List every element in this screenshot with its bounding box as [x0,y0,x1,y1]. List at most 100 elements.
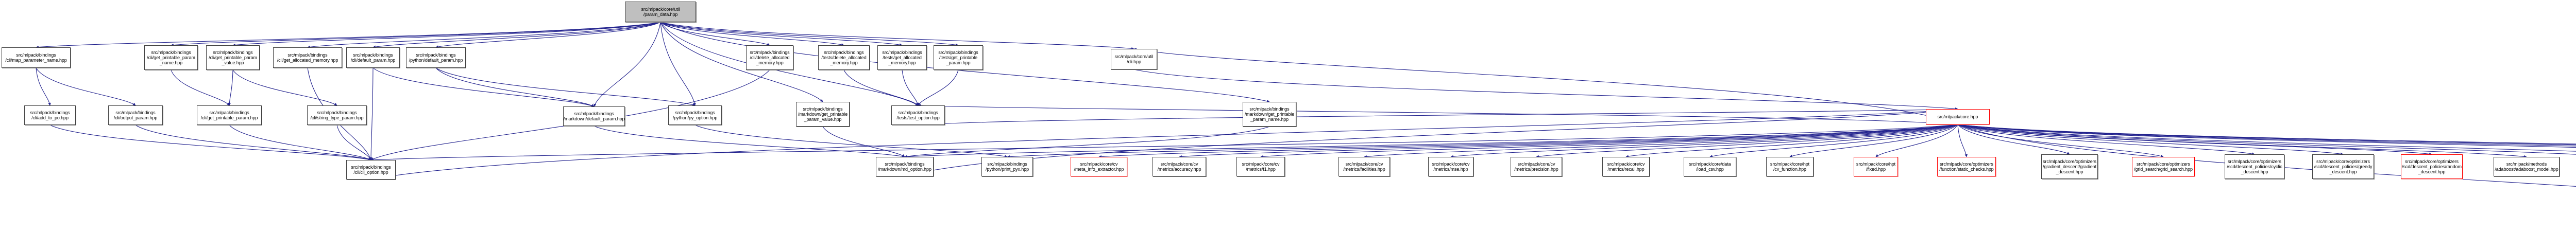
graph-edge [660,22,844,46]
graph-node[interactable]: src/mlpack/core/cv /metrics/mse.hpp [1428,157,1473,176]
graph-node[interactable]: src/mlpack/bindings /python/default_para… [406,47,466,68]
graph-edge [1875,124,1958,157]
graph-edge [594,126,905,158]
graph-node[interactable]: src/mlpack/bindings /tests/get_allocated… [877,45,927,70]
graph-edge [1133,48,1958,125]
graph-edge [1957,124,2576,187]
graph-node[interactable]: src/mlpack/bindings /cli/get_allocated_m… [273,47,342,68]
graph-node[interactable]: src/mlpack/core/cv /metrics/f1.hpp [1236,157,1285,176]
graph-edge [1260,124,1958,158]
graph-edge [660,22,1134,50]
graph-edge [594,22,661,107]
graph-node[interactable]: src/mlpack/core/cv /metrics/recall.hpp [1602,157,1650,176]
graph-node[interactable]: src/mlpack/core/hpt /fixed.hpp [1854,157,1898,176]
graph-edge [232,22,661,47]
graph-edge [1957,124,2576,152]
graph-edge [1957,124,2576,146]
graph-edge [435,67,595,107]
graph-node[interactable]: src/mlpack/bindings /tests/test_option.h… [891,105,945,125]
graph-edge [918,107,1958,126]
graph-edge [1709,124,1958,158]
graph-node[interactable]: src/mlpack/bindings /python/print_pyx.hp… [981,157,1033,176]
graph-node[interactable]: src/mlpack/bindings /cli/output_param.hp… [108,105,163,125]
graph-node[interactable]: src/mlpack/methods /adaboost/adaboost_mo… [2494,157,2560,176]
graph-node[interactable]: src/mlpack/bindings /cli/delete_allocate… [746,45,793,70]
graph-node[interactable]: src/mlpack/bindings /cli/get_printable_p… [197,105,262,125]
graph-node[interactable]: src/mlpack/core/optimizers /gradient_des… [2041,154,2098,179]
graph-node[interactable]: src/mlpack/core/cv /metrics/facilities.h… [1338,157,1390,176]
graph-edge [660,22,1270,103]
graph-node[interactable]: src/mlpack/core/data /load_csv.hpp [1684,157,1736,176]
graph-edge [1364,124,1958,158]
graph-node[interactable]: src/mlpack/bindings /markdown/default_pa… [563,106,625,126]
graph-edge [1957,124,2576,145]
graph-node[interactable]: src/mlpack/bindings /cli/string_type_par… [307,105,367,125]
graph-edge [843,69,919,106]
graph-node[interactable]: src/mlpack/bindings /cli/get_printable_p… [144,45,198,70]
graph-edge [1625,124,1958,158]
graph-edge [229,124,371,160]
graph-edge [1957,124,2576,146]
graph-node[interactable]: src/mlpack/bindings /python/py_option.hp… [668,105,722,125]
graph-edge [36,67,136,106]
graph-node[interactable]: src/mlpack/core/optimizers /function/sta… [1937,157,1996,176]
graph-node[interactable]: src/mlpack/core/cv /metrics/accuracy.hpp [1153,157,1206,176]
graph-node[interactable]: src/mlpack/core/optimizers /grid_search/… [2132,157,2195,176]
graph-edge [370,107,1958,180]
graph-edge [1957,124,2527,158]
graph-edge [370,124,1958,162]
graph-edge [1789,124,1958,157]
graph-edge [1133,69,1958,111]
graph-edge [1957,124,2255,155]
graph-edge [435,67,696,106]
graph-edge [918,69,959,106]
graph-edge [1179,124,1958,158]
graph-edge [232,69,337,106]
graph-node[interactable]: src/mlpack/core/cv /metrics/precision.hp… [1511,157,1562,176]
graph-edge [660,22,823,102]
graph-node[interactable]: src/mlpack/core/util /cli.hpp [1111,49,1157,69]
graph-node[interactable]: src/mlpack/core/hpt /cv_function.hpp [1766,157,1814,176]
graph-edge [135,124,371,161]
graph-node[interactable]: src/mlpack/bindings /cli/default_param.h… [346,47,400,68]
graph-node[interactable]: src/mlpack/core/optimizers /scd/descent_… [2312,154,2374,179]
graph-edge [660,22,959,46]
graph-node[interactable]: src/mlpack/core/cv /meta_info_extractor.… [1071,157,1127,176]
graph-edge [435,22,661,48]
graph-edge [904,126,1270,158]
graph-node[interactable]: src/mlpack/bindings /cli/add_to_po.hpp [24,105,76,125]
graph-edge [36,67,51,106]
graph-edge [902,69,919,106]
graph-node[interactable]: src/mlpack/bindings /markdown/md_option.… [876,157,934,176]
graph-node[interactable]: src/mlpack/bindings /cli/cli_option.hpp [346,160,396,180]
graph-edge [660,22,770,46]
graph-edge [36,22,661,49]
graph-edge [694,124,1008,158]
graph-node[interactable]: src/mlpack/core.hpp [1926,109,1990,124]
graph-edge [1007,124,1958,158]
graph-edge [372,22,661,48]
graph-edge [822,126,905,157]
graph-edge [660,22,696,106]
graph-edge [660,22,903,46]
graph-node-root[interactable]: src/mlpack/core/util /param_data.hpp [625,2,696,22]
graph-edge [1957,124,1968,157]
graph-node[interactable]: src/mlpack/bindings /markdown/get_printa… [796,102,850,127]
graph-edge [1957,124,2344,155]
graph-edge [1098,124,1958,158]
graph-node[interactable]: src/mlpack/bindings /cli/get_printable_p… [206,45,260,70]
graph-node[interactable]: src/mlpack/core/optimizers /scd/descent_… [2225,154,2284,179]
graph-node[interactable]: src/mlpack/bindings /tests/delete_alloca… [818,45,870,70]
graph-edge [1536,124,1958,158]
graph-edge [918,104,1958,125]
graph-edge [336,124,371,160]
graph-node[interactable]: src/mlpack/core/optimizers /scd/descent_… [2401,154,2463,179]
graph-edge [1957,124,2164,158]
graph-node[interactable]: src/mlpack/bindings /markdown/get_printa… [1243,102,1296,127]
graph-edge [369,67,374,160]
graph-node[interactable]: src/mlpack/bindings /tests/get_printable… [934,45,983,70]
graph-node[interactable]: src/mlpack/bindings /cli/map_parameter_n… [2,47,71,68]
graph-edge [904,124,1958,158]
